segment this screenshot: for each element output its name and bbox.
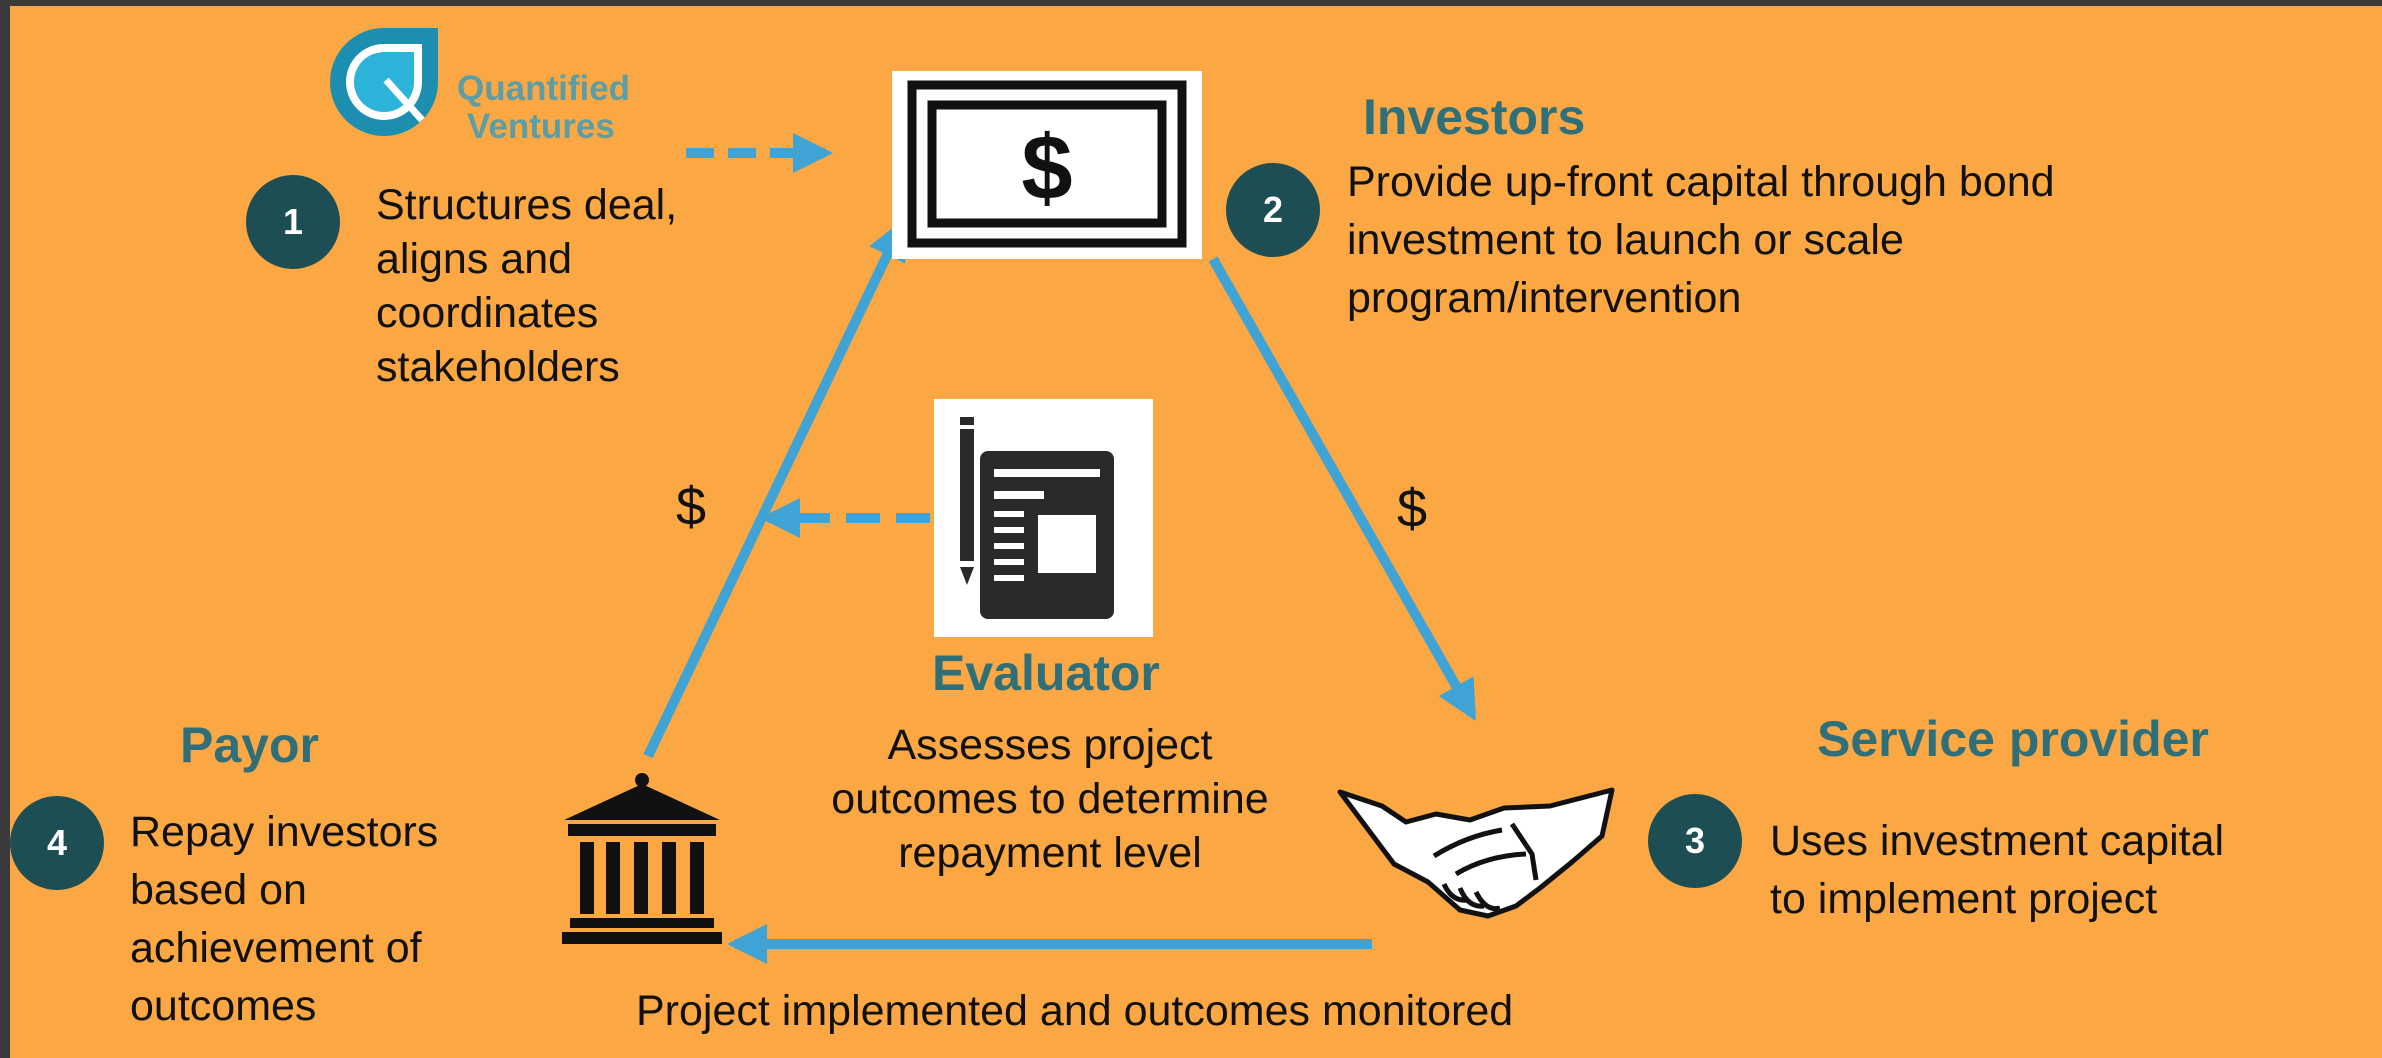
step-4-description: Repay investors based on achievement of … [130,803,438,1035]
step-2-line: investment to launch or scale [1347,216,1904,264]
service-provider-heading: Service provider [1817,711,2209,767]
evaluator-description: Assesses project outcomes to determine r… [810,718,1290,880]
step-4-line: outcomes [130,982,317,1030]
payor-heading: Payor [180,717,319,773]
money-bill-icon: $ [907,80,1187,248]
flow-arrows [643,133,1477,964]
left-dollar-label: $ [676,477,707,537]
step-2-line: program/intervention [1347,274,1742,322]
step-4-line: achievement of [130,924,422,972]
report-document-icon [960,417,1114,619]
step-3-badge: 3 [1648,794,1742,888]
investors-money-icon-box: $ [892,71,1202,259]
logo-line-1: Quantified [457,69,631,108]
right-dollar-label: $ [1397,479,1428,539]
step-4-badge: 4 [10,796,104,890]
step-3-line: to implement project [1770,875,2158,923]
step-1-line: stakeholders [376,343,620,391]
logo-line-2: Ventures [467,107,615,146]
handshake-icon [1337,787,1615,919]
logo-wordmark: Quantified Ventures [457,70,630,146]
investors-to-provider-arrow [1208,256,1477,721]
payor-to-investors-arrow [643,218,906,759]
step-1-line: coordinates [376,289,599,337]
step-2-description: Provide up-front capital through bond in… [1347,153,2055,327]
evaluator-report-icon-box [934,399,1153,637]
quantified-ventures-logo-icon [330,28,438,136]
evaluator-line: outcomes to determine [831,775,1269,823]
evaluator-line: Assesses project [887,721,1213,769]
step-1-line: aligns and [376,235,573,283]
step-2-badge: 2 [1226,163,1320,257]
step-4-line: Repay investors [130,808,439,856]
evaluator-heading: Evaluator [932,645,1160,701]
step-1-description: Structures deal, aligns and coordinates … [376,178,677,394]
government-building-icon [562,773,722,944]
step-1-line: Structures deal, [376,181,678,229]
step-3-description: Uses investment capital to implement pro… [1770,812,2224,928]
quantified-ventures-logo [324,22,684,152]
investors-heading: Investors [1363,89,1586,145]
step-4-line: based on [130,866,307,914]
step-3-line: Uses investment capital [1770,817,2225,865]
step-2-line: Provide up-front capital through bond [1347,158,2055,206]
evaluator-line: repayment level [898,829,1202,877]
bottom-flow-label: Project implemented and outcomes monitor… [636,987,1514,1035]
impact-bond-diagram: Quantified Ventures 1 Structures deal, a… [10,6,2382,1058]
step-1-badge: 1 [246,175,340,269]
svg-text:$: $ [1021,117,1072,219]
